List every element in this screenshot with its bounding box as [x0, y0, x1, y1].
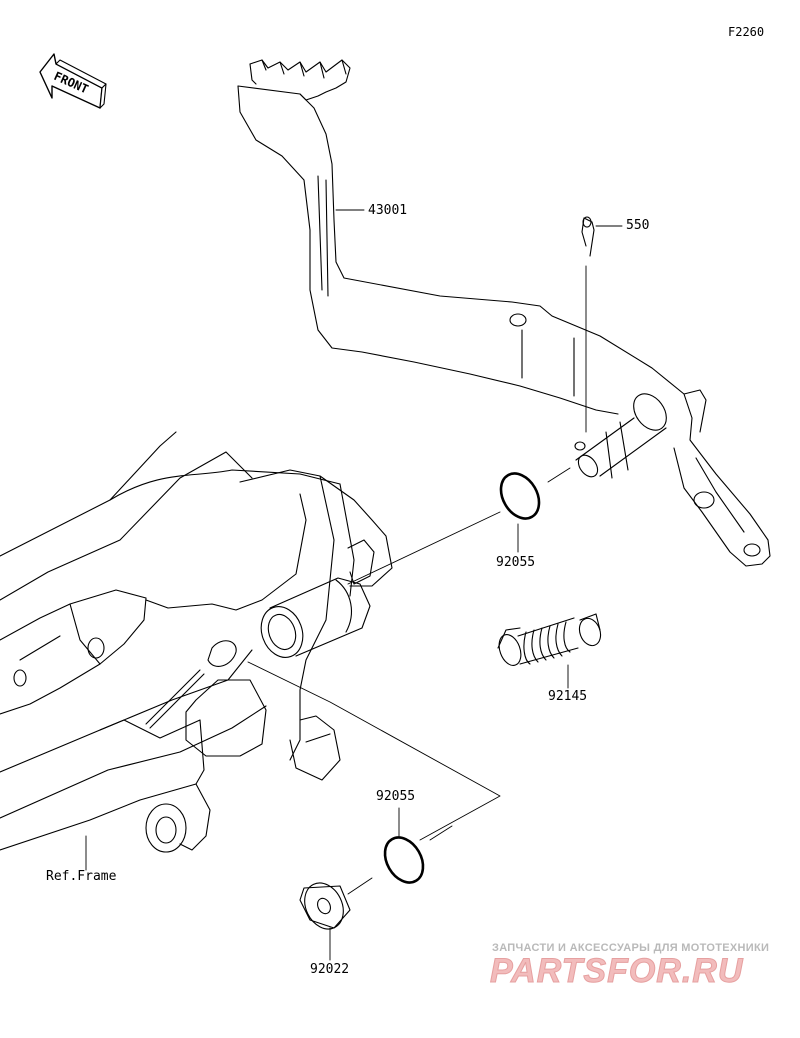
frame-reference	[0, 431, 501, 929]
o-ring-lower-part	[347, 807, 453, 895]
washer-part	[304, 882, 344, 961]
watermark-caption: ЗАПЧАСТИ И АКСЕССУАРЫ ДЛЯ МОТОТЕХНИКИ	[492, 942, 770, 954]
part-label-92055-upper: 92055	[496, 555, 536, 570]
return-spring-part	[497, 613, 602, 689]
part-label-92022: 92022	[310, 962, 350, 977]
diagram-code: F2260	[728, 25, 765, 39]
watermark-logo: PARTSFOR.RU	[489, 952, 744, 991]
brake-pedal-part	[237, 59, 771, 567]
o-ring-upper-part	[499, 467, 571, 553]
part-label-550: 550	[626, 218, 650, 233]
front-arrow-icon: FRONT	[39, 53, 107, 109]
part-label-92055-lower: 92055	[376, 789, 416, 804]
part-label-92145: 92145	[548, 689, 588, 704]
part-label-43001: 43001	[368, 203, 408, 218]
cotter-pin-part	[581, 216, 595, 433]
ref-frame-label: Ref.Frame	[46, 869, 117, 884]
